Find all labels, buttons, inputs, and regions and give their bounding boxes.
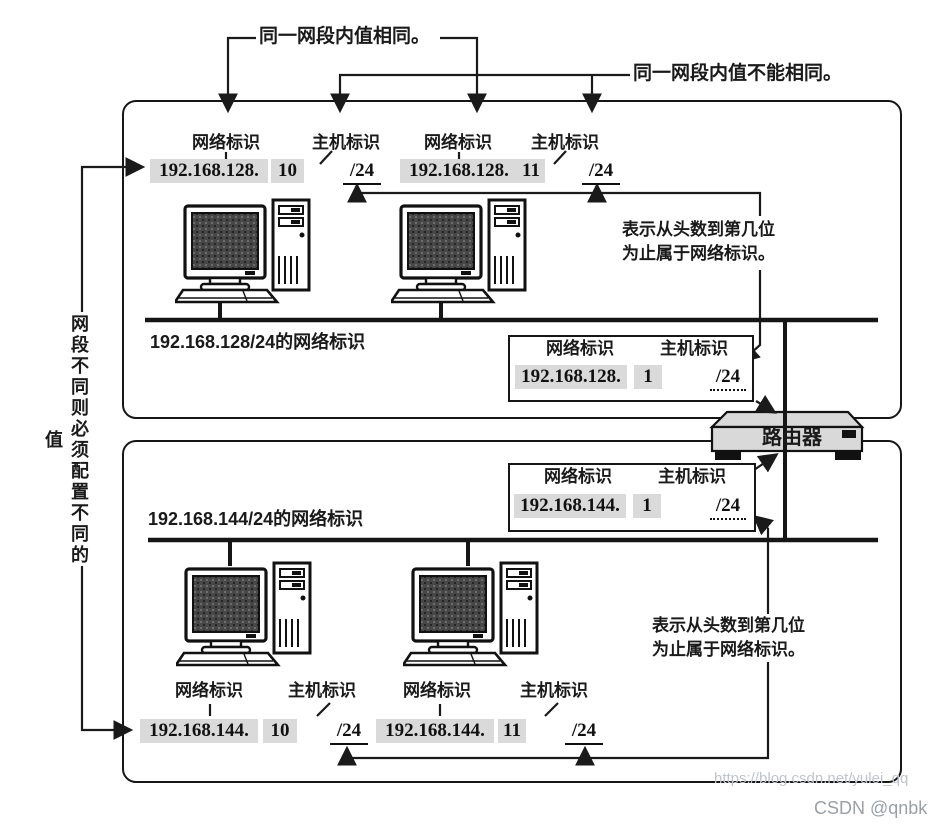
computer-icon	[403, 561, 539, 667]
host3-network-value: 192.168.144.	[140, 719, 258, 743]
segment1-box	[122, 100, 902, 419]
segment1-bus-label: 192.168.128/24的网络标识	[150, 332, 366, 352]
segment2-box	[122, 440, 902, 783]
prefix-note-top: 表示从头数到第几位 为止属于网络标识。	[622, 218, 775, 266]
network-id-label: 网络标识	[403, 681, 471, 700]
computer-icon	[175, 198, 311, 304]
host4-prefix-value: /24	[565, 719, 603, 745]
network-id-label: 网络标识	[546, 339, 614, 358]
router-if1-network-value: 192.168.128.	[515, 365, 627, 389]
host3-host-value: 10	[263, 719, 297, 743]
host-id-label: 主机标识	[312, 133, 380, 152]
host2-network-value: 192.168.128.	[400, 159, 518, 183]
host-id-label: 主机标识	[531, 133, 599, 152]
host2-host-value: 11	[517, 159, 545, 183]
watermark-url: https://blog.csdn.net/yulei_qq	[714, 770, 909, 787]
computer-icon	[176, 561, 312, 667]
watermark-credit: CSDN @qnbk	[814, 798, 928, 818]
computer-icon	[391, 198, 527, 304]
bus-lines	[145, 300, 878, 566]
network-id-label: 网络标识	[175, 681, 243, 700]
same-note-arrow-right	[440, 36, 487, 114]
host4-host-value: 11	[498, 719, 526, 743]
host-id-label: 主机标识	[658, 467, 726, 486]
same-note-arrow-left	[218, 36, 258, 114]
host-id-label: 主机标识	[520, 681, 588, 700]
host1-host-value: 10	[271, 159, 304, 183]
box1-to-router-arrow	[754, 394, 777, 414]
diff-note-arrow-left	[330, 73, 630, 114]
host3-prefix-value: /24	[330, 719, 368, 745]
network-id-label: 网络标识	[544, 467, 612, 486]
same-note: 同一网段内值相同。	[256, 26, 434, 48]
host-id-label: 主机标识	[288, 681, 356, 700]
prefix-connector-bottom	[347, 528, 770, 760]
diff-note: 同一网段内值不能相同。	[630, 63, 846, 85]
host-id-label: 主机标识	[660, 339, 728, 358]
segment2-bus-label: 192.168.144/24的网络标识	[148, 509, 364, 529]
prefix-connector-top	[357, 191, 762, 216]
router-if2-host-value: 1	[633, 494, 661, 518]
host4-network-value: 192.168.144.	[376, 719, 494, 743]
router-if2-prefix-value: /24	[710, 494, 746, 520]
router-if1-host-value: 1	[634, 365, 662, 389]
network-id-label: 网络标识	[192, 133, 260, 152]
network-id-label: 网络标识	[424, 133, 492, 152]
note2-to-box2-arrow	[752, 514, 774, 536]
segment-note-arrow-top	[80, 157, 146, 312]
router-port	[842, 430, 856, 438]
router-label: 路由器	[762, 427, 822, 449]
prefix-note-bottom: 表示从头数到第几位 为止属于网络标识。	[652, 614, 805, 662]
segment-note: 网段不同则必须配置不同的值	[43, 314, 89, 566]
host1-network-value: 192.168.128.	[150, 159, 268, 183]
host2-prefix-value: /24	[582, 159, 620, 185]
host1-prefix-value: /24	[343, 159, 381, 185]
segment-note-arrow-bottom	[80, 566, 134, 740]
router-if2-network-value: 192.168.144.	[514, 494, 626, 518]
router-if1-prefix-value: /24	[710, 365, 746, 391]
